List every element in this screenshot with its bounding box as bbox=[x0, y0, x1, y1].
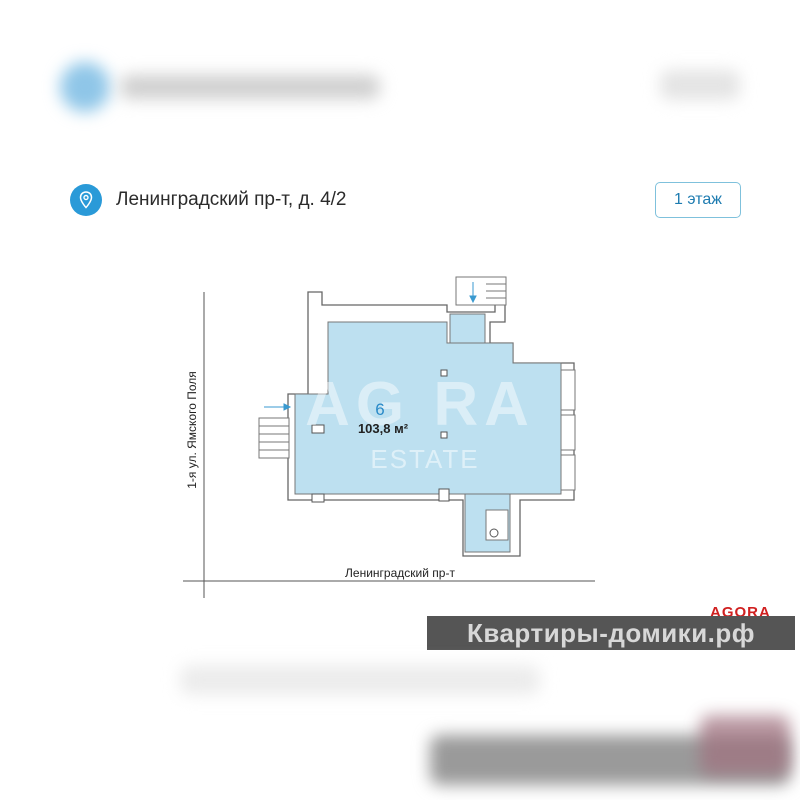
address-text: Ленинградский пр-т, д. 4/2 bbox=[116, 189, 347, 210]
vestibule bbox=[449, 313, 486, 344]
window bbox=[560, 414, 576, 451]
site-banner: Квартиры-домики.рф bbox=[427, 616, 795, 650]
stairs-top bbox=[455, 276, 507, 306]
stairs-left bbox=[258, 417, 290, 459]
blurred-header-action bbox=[660, 70, 740, 100]
room-area: 103,8 м² bbox=[358, 421, 409, 436]
address-row: Ленинградский пр-т, д. 4/2 bbox=[70, 184, 347, 216]
column bbox=[311, 424, 325, 434]
watermark-agora: AG RA bbox=[305, 370, 535, 439]
watermark-estate: ESTATE bbox=[370, 444, 479, 474]
blurred-header-icon bbox=[60, 62, 110, 112]
column bbox=[440, 431, 448, 439]
window bbox=[560, 454, 576, 491]
location-pin-icon bbox=[70, 184, 102, 216]
entrance-arrow-icon bbox=[264, 282, 477, 411]
window bbox=[560, 369, 576, 411]
blurred-footer-accent bbox=[700, 715, 790, 775]
blurred-header-title bbox=[120, 75, 380, 99]
column bbox=[440, 369, 448, 377]
blurred-footer-text bbox=[180, 665, 540, 695]
room-6 bbox=[294, 321, 562, 495]
toilet-icon bbox=[485, 509, 509, 541]
column bbox=[311, 493, 325, 503]
room-number: 6 bbox=[375, 400, 384, 419]
column bbox=[438, 488, 450, 502]
floor-button[interactable]: 1 этаж bbox=[655, 182, 741, 218]
street-label-bottom: Ленинградский пр-т bbox=[345, 566, 455, 580]
toilet-bowl-icon bbox=[489, 528, 499, 538]
street-label-left: 1-я ул. Ямского Поля bbox=[185, 371, 199, 489]
